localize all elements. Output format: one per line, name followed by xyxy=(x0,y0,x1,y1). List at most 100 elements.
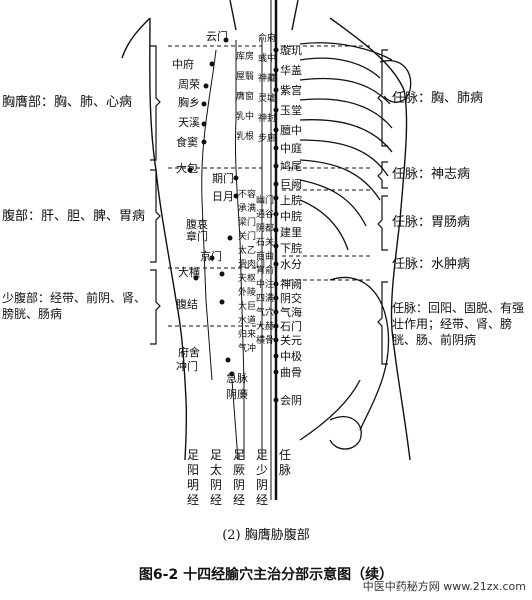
ren-point-label: 曲骨 xyxy=(280,366,302,379)
channel-point-label: 通谷 xyxy=(256,210,275,220)
meridian-jueyin: 足厥阴经 xyxy=(232,448,245,507)
channel-point-label: 横骨 xyxy=(256,336,275,346)
rib-2 xyxy=(299,77,391,105)
rib-4 xyxy=(299,119,393,153)
side-point-label: 阴廉 xyxy=(226,388,248,401)
ren-point-label: 膻中 xyxy=(280,124,302,137)
bracket-r3 xyxy=(377,195,388,251)
channel-point-label: 水道 xyxy=(238,316,257,326)
rib-7 xyxy=(299,179,367,227)
label-abdomen: 腹部：肝、胆、脾、胃病 xyxy=(2,209,146,224)
ren-point-label: 会阴 xyxy=(280,394,302,407)
side-point-label: 云门 xyxy=(206,30,228,43)
ren-point-label: 巨阙 xyxy=(280,178,302,191)
rib-6 xyxy=(299,159,381,201)
shoulder-joint xyxy=(379,60,412,103)
bracket-r5 xyxy=(377,281,388,365)
ren-point-label: 石门 xyxy=(280,320,302,333)
channel-point-label: 大巨 xyxy=(238,302,257,312)
channel-point-label: 天枢 xyxy=(238,274,257,284)
side-point-label: 天溪 xyxy=(178,116,200,129)
side-point-label: 日月 xyxy=(212,190,234,203)
watermark: 中医中药秘方网 www.21zx.com xyxy=(362,580,526,593)
channel-point-label: 屋翳 xyxy=(236,72,255,82)
ren-point-label: 璇玑 xyxy=(280,44,302,57)
femur-head xyxy=(329,416,362,450)
rib-1 xyxy=(299,57,381,79)
channel-point-label: 滑肉门 xyxy=(238,260,266,270)
side-point-label: 期门 xyxy=(212,172,234,185)
side-point-label: 食窦 xyxy=(176,136,198,149)
channel-point-label: 幽门 xyxy=(256,196,275,206)
side-point-label: 周荣 xyxy=(178,78,200,91)
ren-point-label: 阴交 xyxy=(280,292,302,305)
channel-point-label: 外陵 xyxy=(238,288,257,298)
meridian-yangming: 足阳明经 xyxy=(186,448,199,507)
channel-point-label: 梁门 xyxy=(238,218,257,228)
side-point-label: 京门 xyxy=(200,250,222,263)
side-point-label: 章门 xyxy=(186,230,208,243)
channel-point-label: 彧中 xyxy=(258,54,277,64)
ren-point-label: 中极 xyxy=(280,350,302,363)
pelvis xyxy=(299,276,390,441)
ren-point-label: 水分 xyxy=(280,258,302,271)
bracket-abdomen xyxy=(150,169,161,263)
side-point-label: 急脉 xyxy=(226,372,248,385)
channel-point-label: 神藏 xyxy=(258,74,277,84)
label-chest: 胸膺部：胸、肺、心病 xyxy=(2,95,133,110)
channel-point-label: 大赫 xyxy=(256,322,275,332)
ren-point-label: 中庭 xyxy=(280,142,302,155)
meridian-ren: 任脉 xyxy=(278,448,291,477)
channel-point-label: 归来 xyxy=(238,330,257,340)
ren-point-label: 建里 xyxy=(280,226,302,239)
channel-point-label: 膺窗 xyxy=(236,92,255,102)
ren-point-label: 玉堂 xyxy=(280,104,302,117)
ren-point-label: 气海 xyxy=(280,306,302,319)
side-point-label: 胸乡 xyxy=(178,96,200,109)
ren-point-label: 上脘 xyxy=(280,194,302,207)
channel-point-label: 不容 xyxy=(238,190,257,200)
bracket-lower xyxy=(150,269,161,345)
rib-3 xyxy=(299,98,393,129)
side-point-label: 腹哀 xyxy=(186,218,208,231)
channel-point-label: 气穴 xyxy=(256,308,275,318)
side-point-label: 大横 xyxy=(178,266,200,279)
channel-point-label: 库房 xyxy=(236,52,255,62)
label-ren-edema: 任脉：水肿病 xyxy=(392,257,471,272)
channel-point-label: 灵墟 xyxy=(258,94,277,104)
channel-point-label: 阴都 xyxy=(256,224,275,234)
clavicle xyxy=(299,42,393,61)
label-ren-lower: 任脉：回阳、固脱、有强壮作用；经带、肾、膀胱、肠、前阴病 xyxy=(392,301,525,347)
channel-point-label: 乳根 xyxy=(236,132,255,142)
ren-point-label: 神阙 xyxy=(280,278,302,291)
side-point-label: 冲门 xyxy=(176,360,198,373)
channel-point-label: 太乙 xyxy=(238,246,257,256)
channel-point-label: 石关 xyxy=(256,238,275,248)
channel-point-label: 俞府 xyxy=(258,34,277,44)
channel-point-label: 商曲 xyxy=(256,252,275,262)
meridian-shaoyin: 足少阴经 xyxy=(255,448,268,507)
bracket-r2 xyxy=(377,161,388,189)
channel-point-label: 承满 xyxy=(238,204,257,214)
channel-point-label: 乳中 xyxy=(236,112,255,122)
bracket-chest xyxy=(150,45,161,161)
torso-outline-left xyxy=(149,17,188,461)
label-lower-abdomen: 少腹部：经带、前阴、肾、膀胱、肠病 xyxy=(2,291,147,321)
channel-taiyin xyxy=(201,49,217,381)
rib-5 xyxy=(299,139,389,177)
ren-point-label: 华盖 xyxy=(280,64,302,77)
neck-line xyxy=(229,0,299,31)
channel-yangming xyxy=(234,40,245,460)
channel-point-label: 步廊 xyxy=(258,134,277,144)
rib-8 xyxy=(299,199,349,251)
ren-point-label: 紫宫 xyxy=(280,84,302,97)
label-ren-mind: 任脉：神志病 xyxy=(392,167,471,182)
label-ren-chest: 任脉：胸、肺病 xyxy=(392,91,484,106)
ren-point-label: 关元 xyxy=(280,334,302,347)
side-point-label: 中府 xyxy=(172,58,194,71)
side-point-label: 大包 xyxy=(176,162,198,175)
ren-point-label: 中脘 xyxy=(280,210,302,223)
side-point-label: 腹结 xyxy=(176,298,198,311)
channel-point-label: 神封 xyxy=(258,114,277,124)
